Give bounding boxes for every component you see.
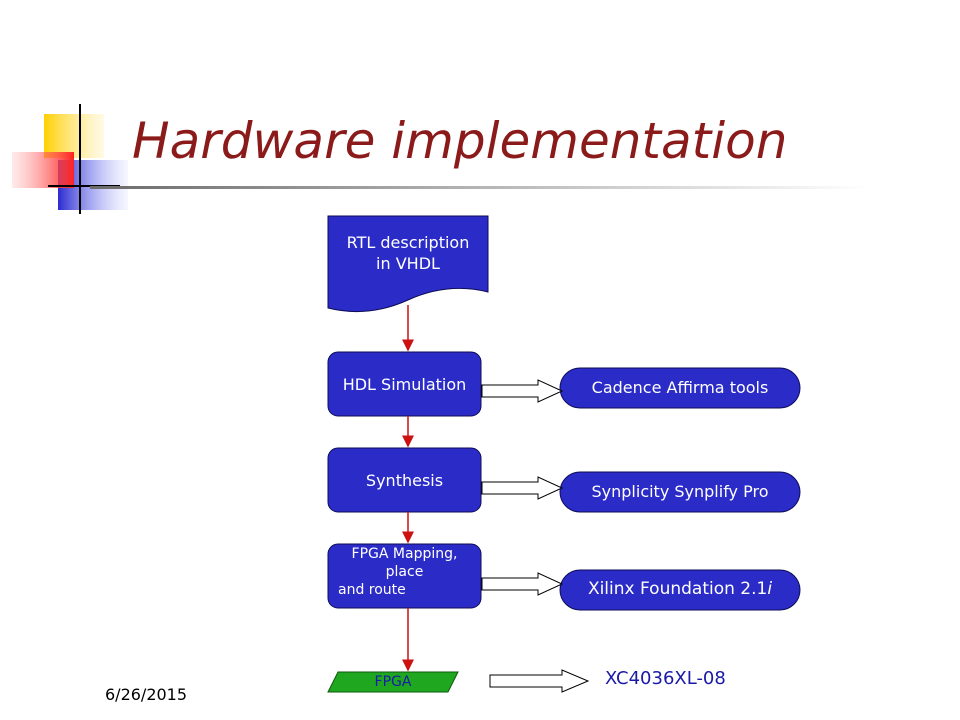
arrow-hdl-to-cadence (481, 379, 564, 403)
arrow-fpga-to-device (489, 669, 590, 693)
fpga-mapping-line2: place (385, 564, 424, 580)
rtl-label-line1: RTL description (346, 233, 470, 252)
tool-oval-xilinx (559, 569, 801, 611)
title-underline (90, 186, 870, 189)
rtl-description-label: RTL description in VHDL (328, 232, 488, 274)
synthesis-box (327, 447, 482, 513)
synthesis-label: Synthesis (365, 471, 444, 490)
tool-oval-cadence (559, 367, 801, 409)
rtl-document-shape (327, 215, 489, 313)
fpga-mapping-line3: and route (338, 582, 406, 598)
hdl-simulation-label: HDL Simulation (342, 375, 467, 394)
synplicity-label: Synplicity Synplify Pro (591, 482, 769, 501)
cadence-label: Cadence Affirma tools (591, 378, 769, 397)
arrow-synth-to-synplicity (481, 476, 564, 500)
slide-title: Hardware implementation (132, 112, 788, 170)
slide-date: 6/26/2015 (105, 685, 188, 704)
rtl-label-line2: in VHDL (376, 254, 440, 273)
fpga-mapping-box (327, 543, 482, 609)
arrow-map-to-xilinx (481, 572, 564, 596)
xilinx-label: Xilinx Foundation 2.1i (560, 579, 800, 599)
hdl-simulation-box (327, 351, 482, 417)
tool-oval-synplicity (559, 471, 801, 513)
red-square (12, 152, 74, 188)
xilinx-label-main: Xilinx Foundation 2.1 (587, 579, 768, 599)
corner-decoration (12, 104, 128, 214)
fpga-label: FPGA (374, 674, 412, 690)
fpga-mapping-line1: FPGA Mapping, (351, 546, 458, 562)
device-label: XC4036XL-08 (605, 668, 726, 689)
fpga-shape (327, 671, 459, 693)
xilinx-label-suffix: i (767, 579, 773, 599)
yellow-square (44, 114, 104, 158)
fpga-mapping-label: FPGA Mapping, place and route (328, 545, 481, 599)
